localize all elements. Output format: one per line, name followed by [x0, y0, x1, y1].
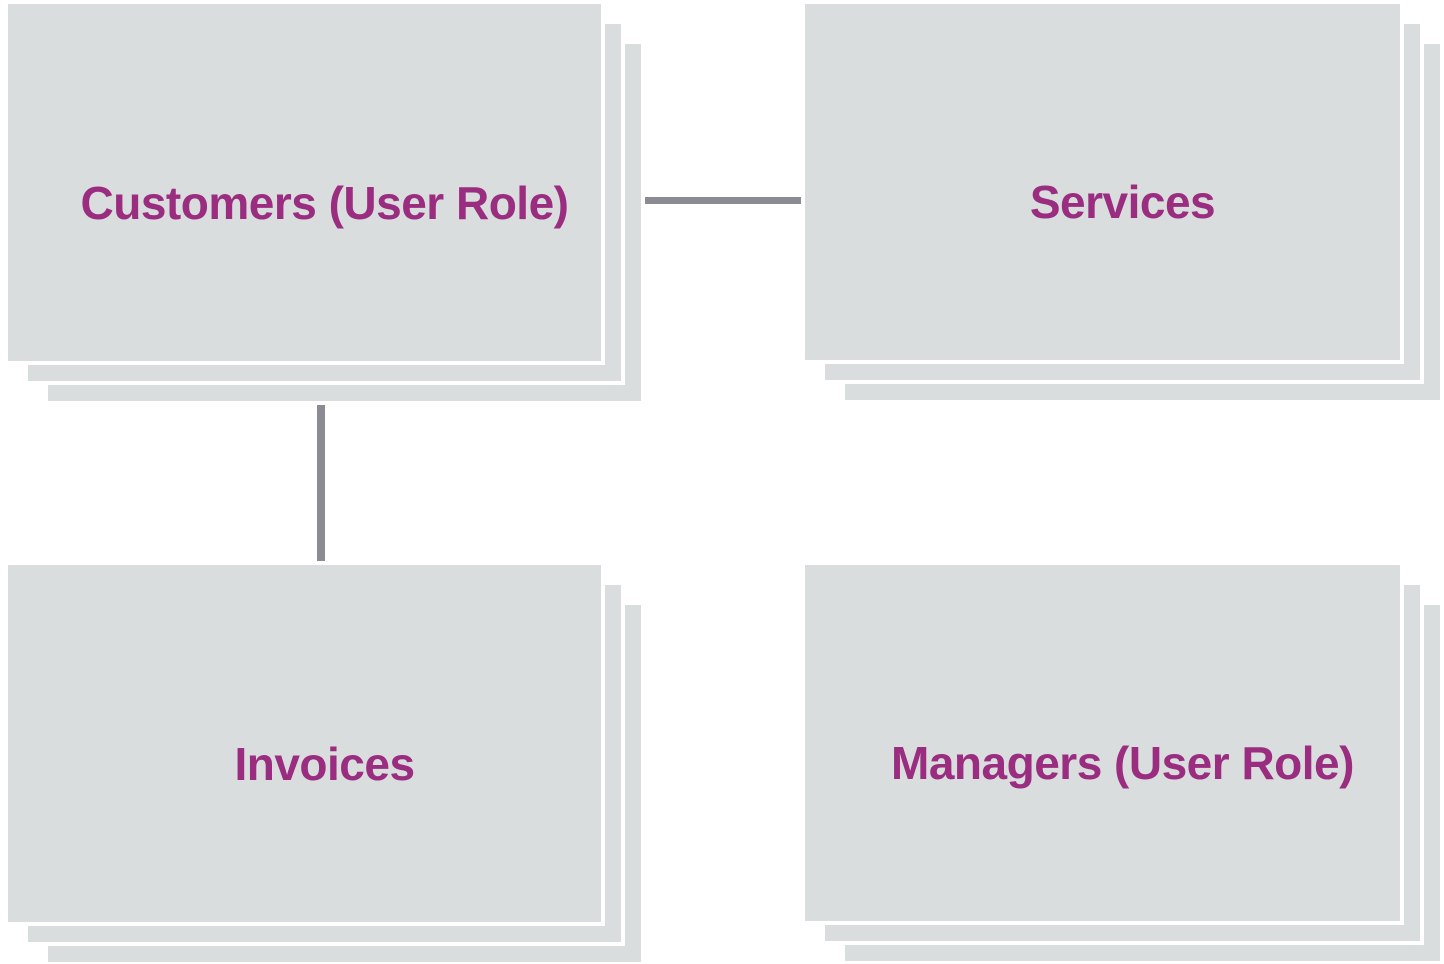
entity-services: Services — [805, 4, 1440, 400]
card-layer-front — [8, 4, 601, 361]
connector-customers-services — [645, 197, 805, 204]
card-layer-front — [805, 4, 1400, 360]
entity-invoices: Invoices — [8, 565, 641, 962]
connector-customers-invoices — [317, 404, 325, 561]
card-layer-front — [8, 565, 601, 922]
entity-managers: Managers (User Role) — [805, 565, 1440, 961]
entity-customers: Customers (User Role) — [8, 4, 641, 401]
card-layer-front — [805, 565, 1400, 921]
